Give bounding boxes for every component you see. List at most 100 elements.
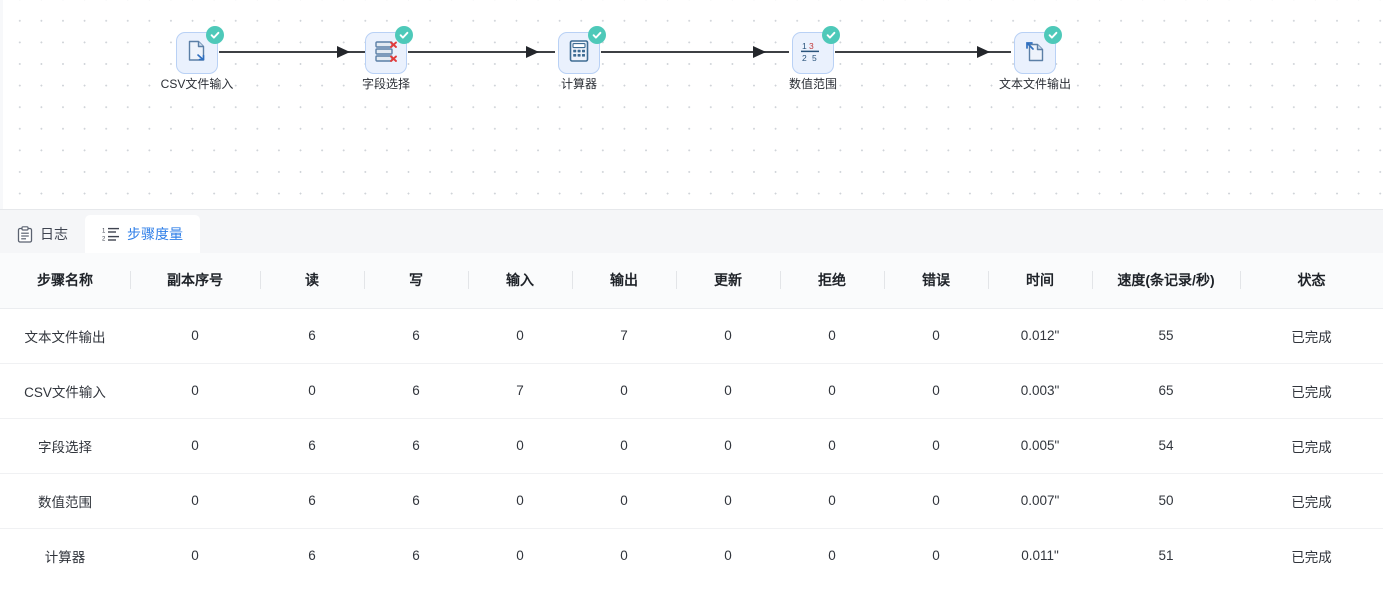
- cell-10: 51: [1158, 548, 1174, 564]
- bottom-panel-tabstrip: 日志 1 2 步骤度量: [0, 209, 1383, 253]
- node-csv-input[interactable]: CSV文件输入: [137, 26, 257, 92]
- cell-4: 0: [468, 418, 572, 474]
- check-circle-icon: [206, 26, 224, 44]
- cell-6: 0: [676, 473, 780, 529]
- column-header-10[interactable]: 速度(条记录/秒): [1092, 253, 1240, 309]
- canvas-left-gutter: [0, 0, 3, 209]
- cell-6: 0: [676, 308, 780, 364]
- cell-2: 6: [260, 308, 364, 364]
- tab-log[interactable]: 日志: [0, 215, 85, 253]
- column-header-3[interactable]: 写: [364, 253, 468, 309]
- cell-5: 7: [572, 308, 676, 364]
- cell-5: 0: [572, 363, 676, 419]
- cell-10: 50: [1092, 473, 1240, 529]
- cell-6: 0: [676, 418, 780, 474]
- connector-csv-input-to-field-select[interactable]: [219, 46, 366, 58]
- step-metrics-table-container[interactable]: 步骤名称副本序号读写输入输出更新拒绝错误时间速度(条记录/秒)状态 文本文件输出…: [0, 253, 1383, 593]
- field-select-icon: [373, 38, 399, 69]
- transformation-canvas[interactable]: CSV文件输入 字段选择 计算器 1 3: [0, 0, 1383, 209]
- tab-log-label: 日志: [40, 226, 68, 242]
- svg-text:2: 2: [802, 53, 807, 63]
- column-header-8[interactable]: 错误: [884, 253, 988, 309]
- arrow-head-icon: [526, 46, 539, 58]
- cell-8: 0: [884, 363, 988, 419]
- log-document-icon: [17, 225, 33, 243]
- node-icon-box-text-output[interactable]: [1014, 26, 1062, 74]
- cell-8: 0: [932, 548, 940, 564]
- cell-5: 0: [572, 418, 676, 474]
- node-value-range[interactable]: 1 3 2 5 数值范围: [753, 26, 873, 92]
- column-header-11[interactable]: 状态: [1240, 253, 1383, 309]
- cell-3: 6: [364, 418, 468, 474]
- arrow-head-icon: [753, 46, 766, 58]
- node-text-output[interactable]: 文本文件输出: [975, 26, 1095, 92]
- cell-9: 0.007": [988, 473, 1092, 529]
- cell-4: 7: [468, 363, 572, 419]
- column-header-1[interactable]: 副本序号: [130, 253, 260, 309]
- column-header-6[interactable]: 更新: [676, 253, 780, 309]
- node-label-csv-input: CSV文件输入: [160, 77, 234, 91]
- cell-10: 65: [1092, 363, 1240, 419]
- csv-file-input-icon: [184, 38, 210, 69]
- cell-3: 6: [364, 363, 468, 419]
- cell-10: 55: [1092, 308, 1240, 364]
- check-circle-icon: [1044, 26, 1062, 44]
- cell-9: 0.012": [988, 308, 1092, 364]
- node-label-calculator: 计算器: [560, 77, 597, 91]
- connector-field-select-to-calculator[interactable]: [408, 46, 555, 58]
- column-header-5[interactable]: 输出: [572, 253, 676, 309]
- text-file-output-icon: [1022, 38, 1048, 69]
- cell-status: 已完成: [1240, 308, 1383, 364]
- node-label-value-range: 数值范围: [788, 77, 837, 91]
- node-icon-box-csv-input[interactable]: [176, 26, 224, 74]
- cell-2: 6: [260, 418, 364, 474]
- cell-9: 0.011": [1021, 548, 1059, 564]
- cell-5: 0: [620, 548, 628, 564]
- cell-7: 0: [828, 548, 836, 564]
- cell-1: 0: [130, 363, 260, 419]
- cell-3: 6: [412, 548, 420, 564]
- cell-3: 6: [364, 473, 468, 529]
- node-label-field-select: 字段选择: [361, 77, 410, 91]
- column-header-0[interactable]: 步骤名称: [0, 253, 130, 309]
- column-header-4[interactable]: 输入: [468, 253, 572, 309]
- arrow-head-icon: [337, 46, 350, 58]
- cell-2: 6: [308, 548, 316, 564]
- tab-step-metrics[interactable]: 1 2 步骤度量: [85, 215, 200, 253]
- node-icon-box-calculator[interactable]: [558, 26, 606, 74]
- cell-8: 0: [884, 308, 988, 364]
- check-circle-icon: [822, 26, 840, 44]
- check-circle-icon: [588, 26, 606, 44]
- ordered-list-icon: 1 2: [102, 226, 120, 242]
- cell-1: 0: [130, 308, 260, 364]
- check-circle-icon: [395, 26, 413, 44]
- column-header-7[interactable]: 拒绝: [780, 253, 884, 309]
- node-icon-box-field-select[interactable]: [365, 26, 413, 74]
- cell-8: 0: [884, 473, 988, 529]
- cell-7: 0: [780, 363, 884, 419]
- node-icon-box-value-range[interactable]: 1 3 2 5: [792, 26, 840, 74]
- cell-step-name: 文本文件输出: [0, 308, 130, 364]
- node-label-text-output: 文本文件输出: [998, 77, 1071, 91]
- column-header-9[interactable]: 时间: [988, 253, 1092, 309]
- connector-calculator-to-value-range[interactable]: [601, 46, 789, 58]
- cell-4: 0: [468, 308, 572, 364]
- node-field-select[interactable]: 字段选择: [326, 26, 446, 92]
- cell-1: 0: [130, 473, 260, 529]
- connector-value-range-to-text-output[interactable]: [835, 46, 1011, 58]
- table-header-row: 步骤名称副本序号读写输入输出更新拒绝错误时间速度(条记录/秒)状态: [0, 253, 1383, 309]
- step-metrics-table: 步骤名称副本序号读写输入输出更新拒绝错误时间速度(条记录/秒)状态 文本文件输出…: [0, 253, 1383, 583]
- cell-9: 0.005": [988, 418, 1092, 474]
- cell-step-name: 数值范围: [0, 473, 130, 529]
- column-header-2[interactable]: 读: [260, 253, 364, 309]
- cell-9: 0.003": [988, 363, 1092, 419]
- node-calculator[interactable]: 计算器: [519, 26, 639, 92]
- cell-1: 0: [191, 548, 199, 564]
